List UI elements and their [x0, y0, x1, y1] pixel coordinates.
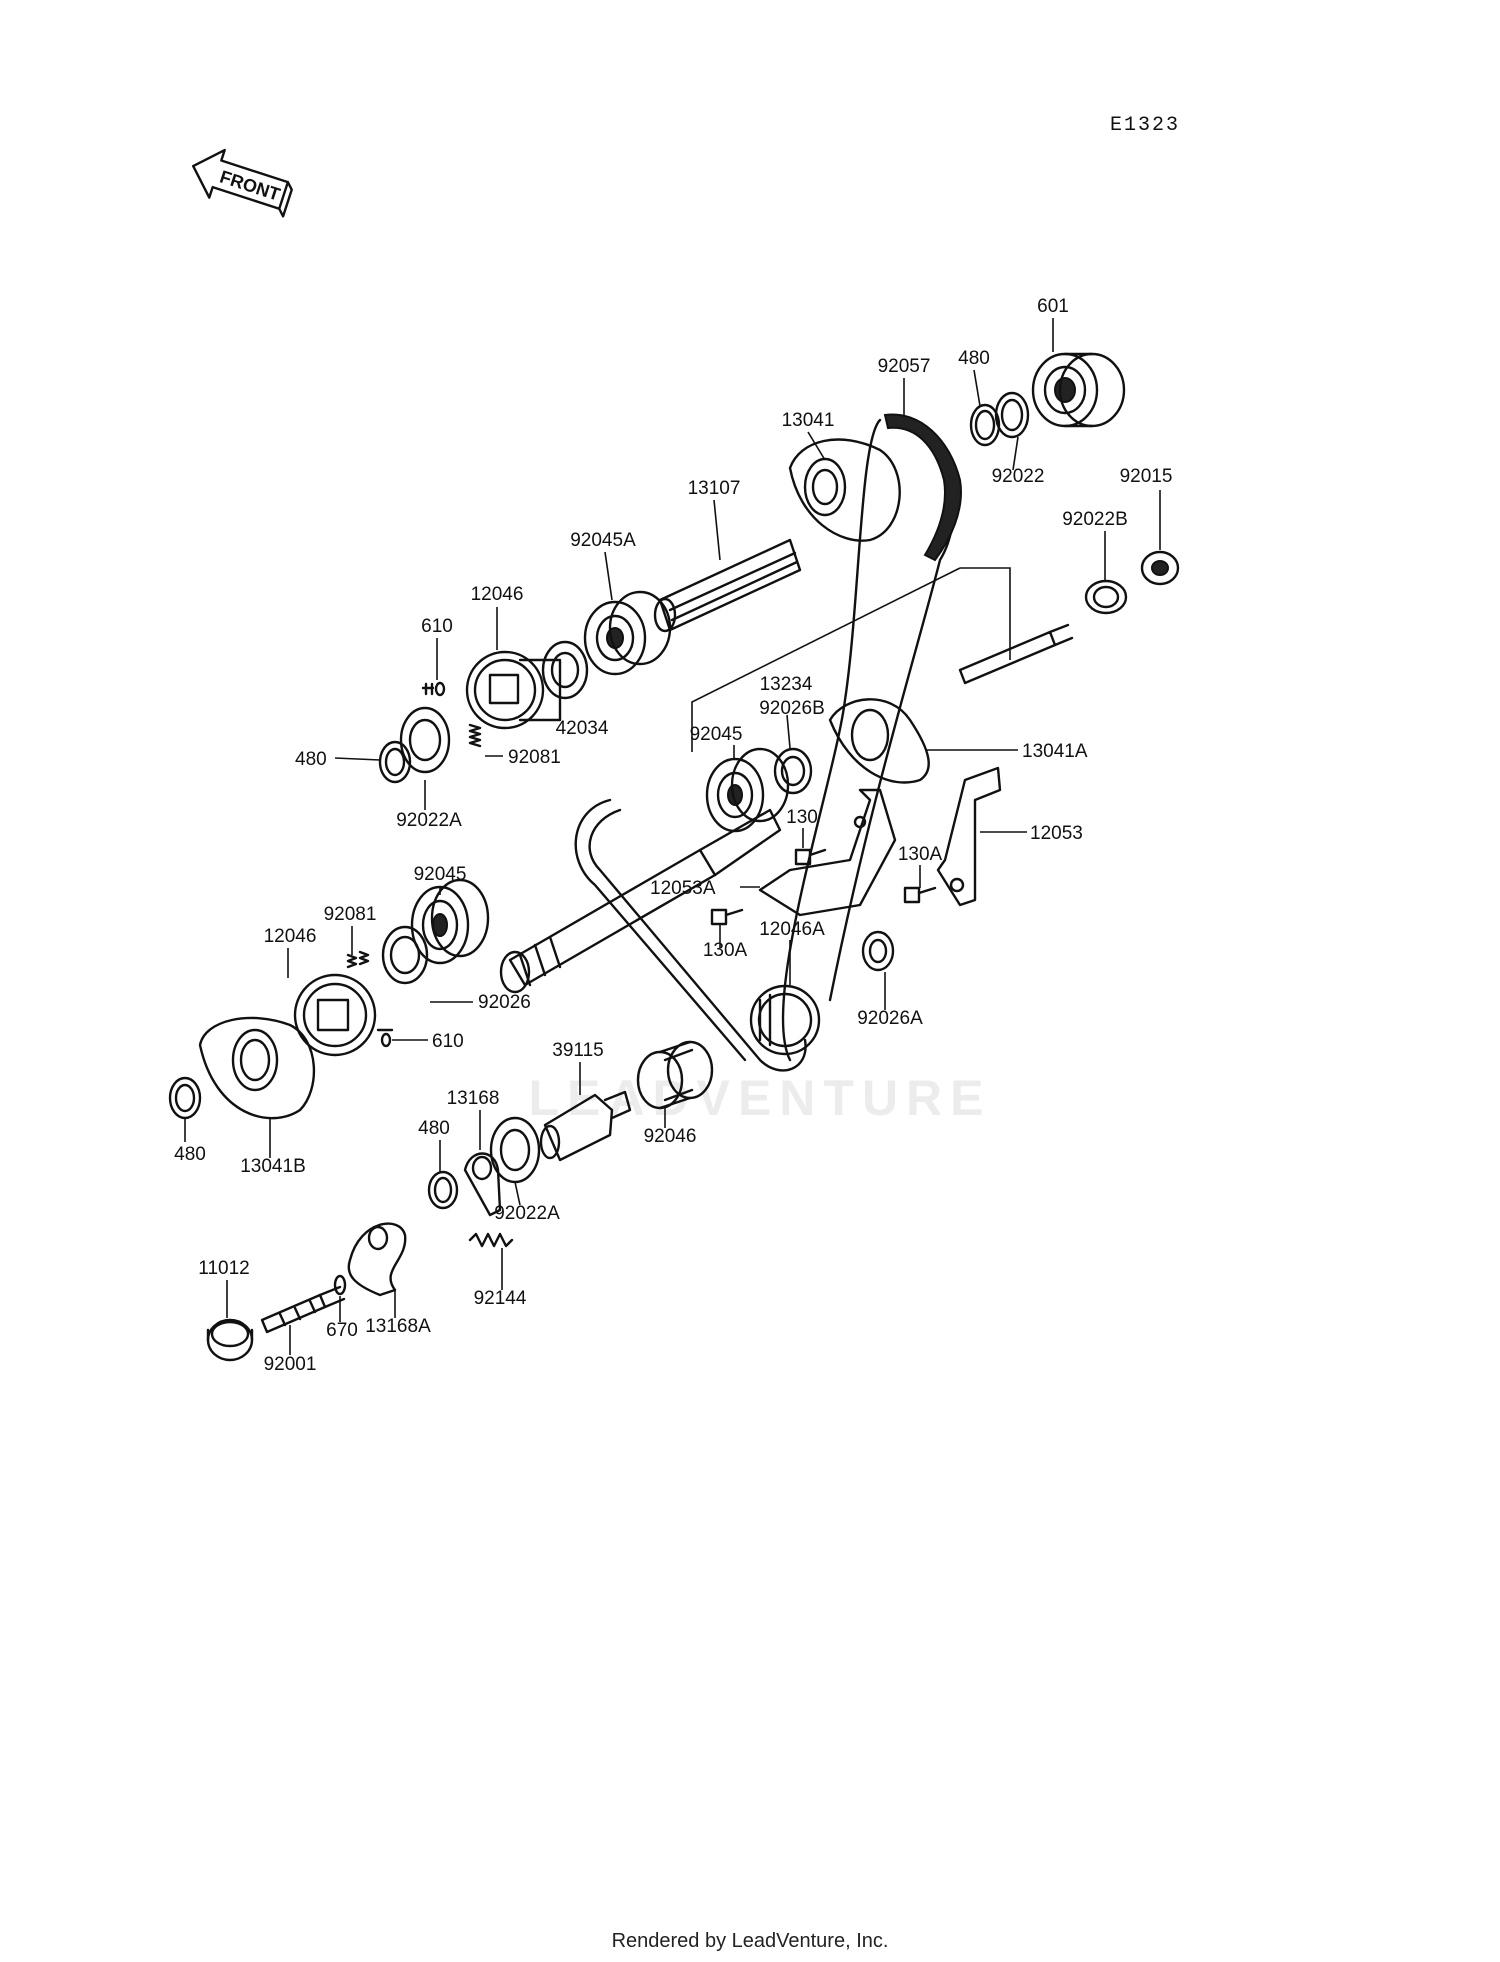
spring-92081-lower	[346, 950, 370, 969]
sprocket-12046-top	[465, 650, 562, 730]
washer-92022A-top	[399, 706, 451, 774]
part-label: 92057	[878, 356, 931, 377]
bearing-92046	[636, 1040, 714, 1110]
part-label: 92015	[1120, 466, 1173, 487]
part-label: 130	[786, 807, 818, 828]
part-label: 13168	[447, 1088, 500, 1109]
sprocket-13041	[788, 438, 901, 542]
lever-13168	[463, 1152, 502, 1217]
part-label: 12053	[1030, 823, 1083, 844]
part-label: 480	[418, 1118, 450, 1139]
bracket-13234-b	[960, 567, 1011, 660]
part-label: 92144	[474, 1288, 527, 1309]
circlip-480-lower	[427, 1170, 459, 1210]
bearing-92045-lower	[410, 878, 490, 965]
part-label: 92045	[414, 864, 467, 885]
bolt-130A-mid	[710, 908, 744, 926]
part-label: 12046A	[759, 919, 825, 940]
part-label: 610	[432, 1031, 464, 1052]
part-label: 92045A	[570, 530, 636, 551]
part-label: 13041B	[240, 1156, 306, 1177]
part-label: 92026B	[759, 698, 825, 719]
spring-92081-top	[468, 723, 482, 748]
washer-92026A	[861, 930, 895, 972]
part-label: 92001	[264, 1354, 317, 1375]
bolt-130A-right	[903, 886, 937, 904]
part-label: 13107	[688, 478, 741, 499]
washer-92022	[994, 391, 1030, 439]
part-label: 92081	[324, 904, 377, 925]
sprocket-13041B	[198, 1016, 316, 1120]
pin-610-top	[421, 681, 446, 697]
bearing-601	[1031, 352, 1126, 428]
part-label: 92022A	[494, 1203, 560, 1224]
footer-credit: Rendered by LeadVenture, Inc.	[611, 1930, 889, 1952]
bolt-130	[794, 848, 827, 866]
diagram-code: E1323	[1110, 114, 1181, 137]
chain-92057	[574, 413, 962, 1072]
oring-670	[333, 1274, 347, 1296]
part-label: 601	[1037, 296, 1069, 317]
part-label: 42034	[556, 718, 609, 739]
cap-11012	[206, 1318, 254, 1362]
part-label: 13234	[760, 674, 813, 695]
part-label: 92026A	[857, 1008, 923, 1029]
part-label: 610	[421, 616, 453, 637]
spring-92144	[468, 1232, 514, 1248]
nut-92015	[1140, 550, 1180, 586]
part-label: 130A	[703, 940, 748, 961]
washer-92026	[381, 925, 429, 985]
watermark: LEADVENTURE	[528, 1070, 991, 1126]
part-labels: 601 92057 480 13041 92022 92015 13107 92…	[174, 296, 1172, 1375]
bracket-13234	[691, 567, 961, 752]
part-label: 12046	[471, 584, 524, 605]
part-label: 11012	[198, 1258, 249, 1279]
part-label: 92026	[478, 992, 531, 1013]
part-label: 130A	[898, 844, 943, 865]
part-label: 12046	[264, 926, 317, 947]
pin-shaft	[958, 623, 1074, 685]
part-label: 13041	[782, 410, 835, 431]
front-arrow-icon: FRONT	[192, 148, 293, 218]
leader-lines	[184, 318, 1161, 1355]
tensioner-12053A	[758, 788, 897, 917]
part-label: 12053A	[650, 878, 716, 899]
part-label: 92045	[690, 724, 743, 745]
part-label: 480	[174, 1144, 206, 1165]
part-label: 39115	[552, 1040, 603, 1061]
circlip-480-far-left	[168, 1076, 202, 1120]
shaft-13234	[499, 808, 782, 994]
washer-92022B	[1084, 579, 1128, 615]
sprocket-12046A	[749, 984, 821, 1056]
part-label: 480	[958, 348, 990, 369]
part-label: 13041A	[1022, 741, 1088, 762]
part-label: 92081	[508, 747, 561, 768]
part-label: 92022B	[1062, 509, 1128, 530]
sprocket-12046-lower	[293, 973, 377, 1057]
part-label: 92022	[992, 466, 1045, 487]
part-label: 670	[326, 1320, 358, 1341]
part-label: 480	[295, 749, 327, 770]
shaft-13107	[653, 538, 802, 633]
circlip-480-top	[969, 403, 1001, 447]
part-label: 13168A	[365, 1316, 431, 1337]
sprocket-13041A	[828, 698, 930, 784]
bearing-92045A	[583, 590, 672, 676]
lever-12053	[936, 766, 1002, 907]
part-label: 92022A	[396, 810, 462, 831]
dog-42034	[541, 640, 589, 700]
pin-610-lower	[376, 1028, 394, 1048]
part-label: 92046	[644, 1126, 697, 1147]
circlip-480-left	[378, 740, 412, 784]
washer-92026B	[773, 747, 813, 795]
shaft-39115	[539, 1090, 632, 1162]
bearing-92045-mid	[705, 747, 790, 833]
bolt-92001	[260, 1285, 346, 1334]
bracket-13168A	[347, 1222, 407, 1297]
